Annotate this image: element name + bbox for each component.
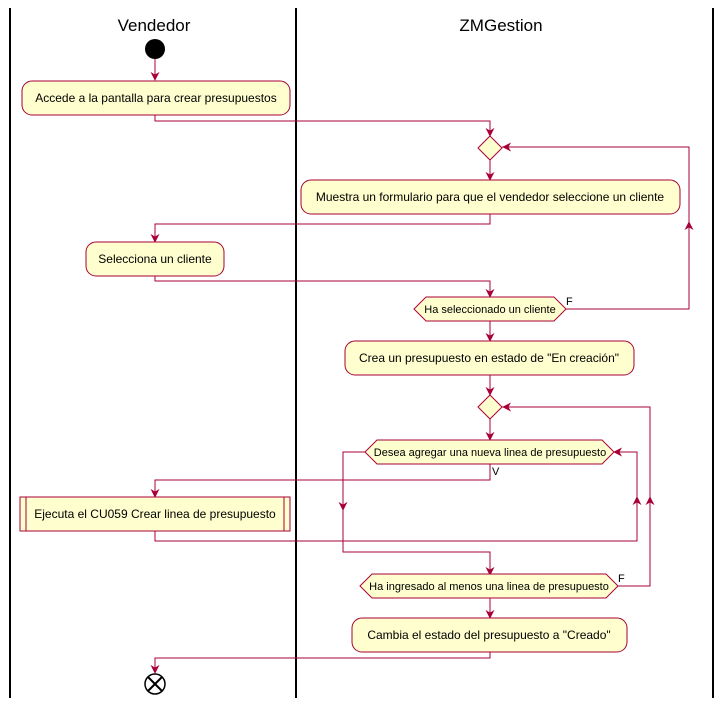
edge-loop-false-2 <box>502 406 651 587</box>
guard-false-2: F <box>618 573 625 585</box>
activity-accede: Accede a la pantalla para crear presupue… <box>21 80 291 116</box>
swimlane-borders <box>9 8 714 698</box>
decision-desea-agregar-label: Desea agregar una nueva linea de presupu… <box>374 447 606 459</box>
flow-edges <box>150 59 694 674</box>
merge-diamond-1 <box>477 135 503 161</box>
edge-cambia-end <box>150 651 491 674</box>
lane-title-vendedor: Vendedor <box>118 16 191 35</box>
edge-muestra-selecciona <box>150 213 491 243</box>
activity-crea: Crea un presupuesto en estado de "En cre… <box>344 340 635 376</box>
edge-loop-false-1 <box>502 146 690 310</box>
activity-cambia-label: Cambia el estado del presupuesto a "Crea… <box>367 628 610 642</box>
guard-true-1: V <box>492 466 500 478</box>
activity-ejecuta-label: Ejecuta el CU059 Crear linea de presupue… <box>34 507 276 521</box>
decision-ha-seleccionado-label: Ha seleccionado un cliente <box>424 304 555 316</box>
activity-crea-label: Crea un presupuesto en estado de "En cre… <box>359 351 619 365</box>
activity-cambia: Cambia el estado del presupuesto a "Crea… <box>351 617 628 653</box>
edge-accede-merge1 <box>154 115 495 137</box>
activity-selecciona-label: Selecciona un cliente <box>98 252 212 266</box>
merge-diamond-2 <box>477 394 503 420</box>
decision-ha-seleccionado: Ha seleccionado un cliente F <box>413 296 573 322</box>
edge-desea-ejecuta <box>150 464 491 498</box>
decision-desea-agregar: Desea agregar una nueva linea de presupu… <box>364 439 615 478</box>
edge-selecciona-decision1 <box>154 275 495 298</box>
activity-muestra: Muestra un formulario para que el vended… <box>300 179 681 215</box>
decision-ha-ingresado-label: Ha ingresado al menos una linea de presu… <box>369 581 609 593</box>
activity-ejecuta: Ejecuta el CU059 Crear linea de presupue… <box>19 496 291 532</box>
lane-title-zmgestion: ZMGestion <box>459 16 542 35</box>
edge-desea-exit <box>342 451 491 574</box>
end-node <box>144 673 166 695</box>
activity-selecciona: Selecciona un cliente <box>85 241 225 277</box>
guard-false-1: F <box>566 296 573 308</box>
start-node <box>145 39 165 59</box>
decision-ha-ingresado: Ha ingresado al menos una linea de presu… <box>359 573 625 599</box>
activity-muestra-label: Muestra un formulario para que el vended… <box>316 190 665 204</box>
activity-accede-label: Accede a la pantalla para crear presupue… <box>35 91 276 105</box>
